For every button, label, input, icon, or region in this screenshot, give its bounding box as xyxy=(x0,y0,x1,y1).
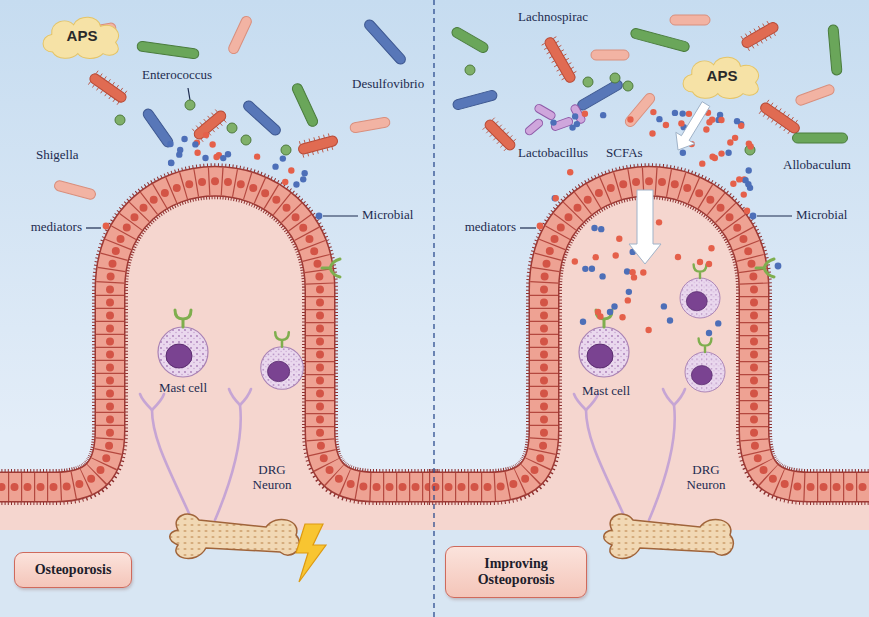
cell-label: DRG Neuron xyxy=(678,463,734,493)
metabolite-label: SCFAs xyxy=(606,146,643,161)
bacterium-name: Enterococcus xyxy=(142,68,212,83)
callout-label: mediators xyxy=(465,220,516,235)
aps-cloud: APS xyxy=(680,52,764,100)
outcome-box: Improving Osteoporosis xyxy=(445,546,587,598)
cell-label: Mast cell xyxy=(582,384,630,399)
aps-cloud: APS xyxy=(40,12,124,60)
callout-label: mediators xyxy=(31,220,82,235)
bacterium-name: Allobaculum xyxy=(783,158,851,173)
outcome-text: Osteoporosis xyxy=(35,562,112,578)
outcome-text: Improving Osteoporosis xyxy=(454,556,578,588)
outcome-box: Osteoporosis xyxy=(14,552,132,588)
callout-label: Microbial xyxy=(796,208,847,223)
cell-label: Mast cell xyxy=(159,381,207,396)
cell-label: DRG Neuron xyxy=(244,463,300,493)
bacterium-name: Desulfovibrio xyxy=(352,77,424,92)
node-title: APS xyxy=(707,67,738,84)
callout-label: Microbial xyxy=(362,208,413,223)
node-title: APS xyxy=(67,27,98,44)
bacterium-name: Shigella xyxy=(36,148,79,163)
bacterium-name: Lactobacillus xyxy=(518,146,588,161)
bacterium-name: Lachnospirac xyxy=(518,10,588,25)
